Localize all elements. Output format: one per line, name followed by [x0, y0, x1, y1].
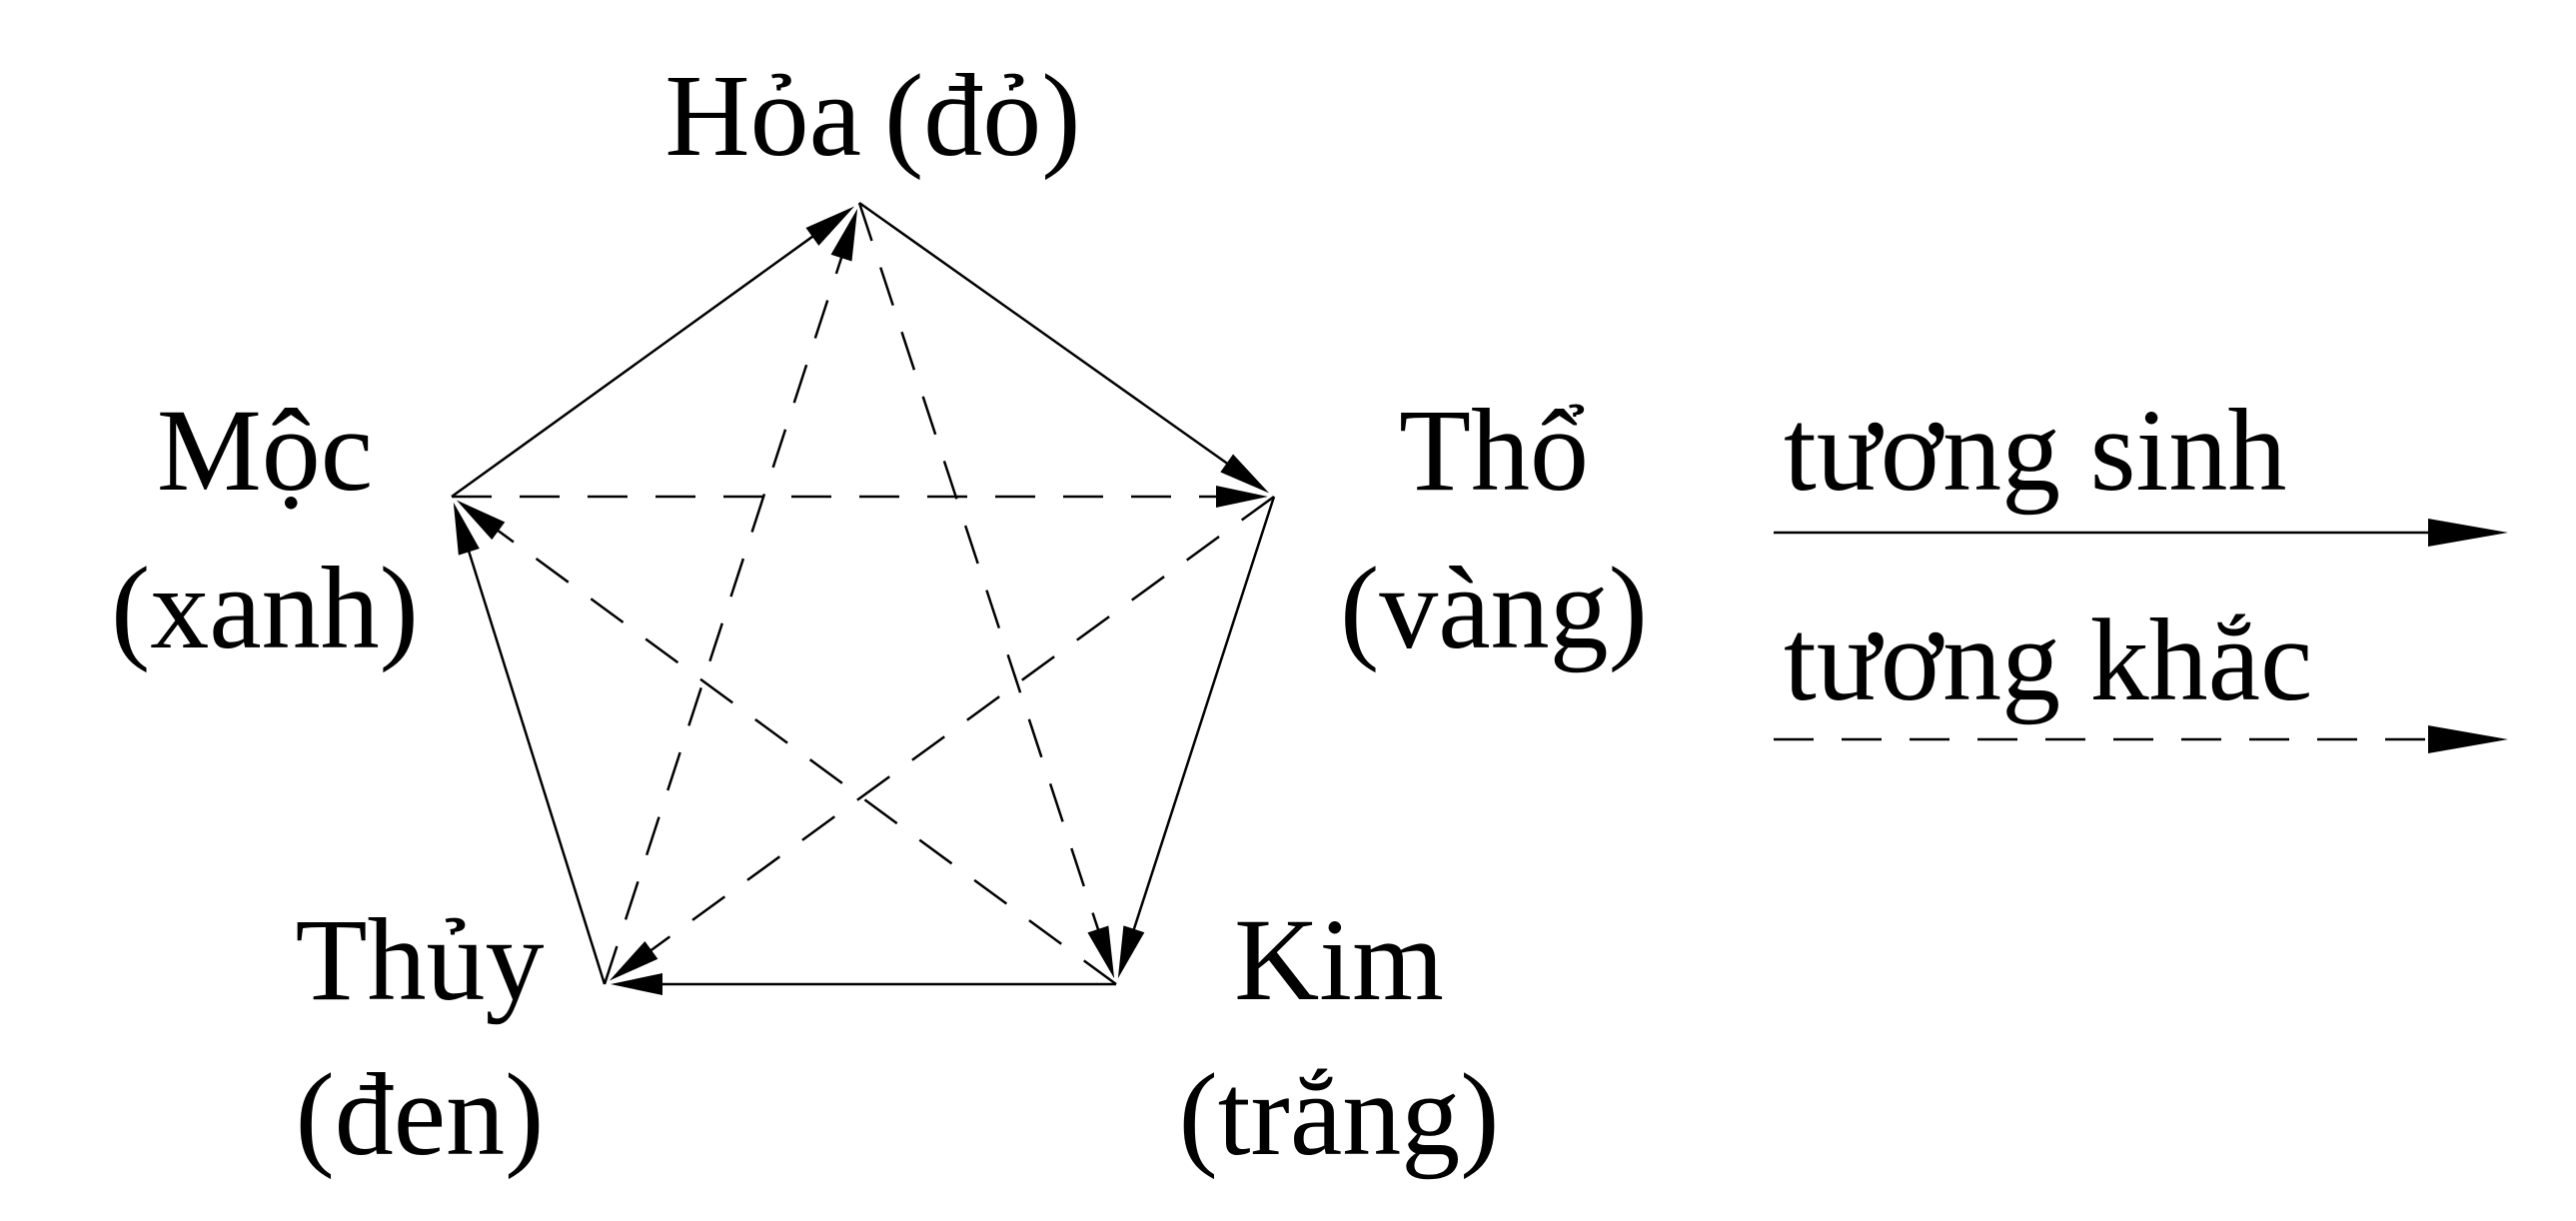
legend-generating-line: [1774, 519, 2508, 547]
legend-generating-label: tương sinh: [1784, 385, 2286, 516]
node-thuy-name: Thủy: [295, 894, 544, 1025]
generating-edge-moc-hoa-line: [451, 230, 821, 499]
node-moc-color: (xanh): [111, 543, 419, 673]
node-tho-color: (vàng): [1340, 543, 1648, 673]
overcoming-edge-thuy-hoa-line: [603, 248, 846, 985]
generating-edge-thuy-moc: [453, 502, 607, 985]
legend-overcoming-label: tương khắc: [1784, 595, 2312, 725]
generating-edge-tho-kim: [1117, 496, 1276, 979]
generating-edge-hoa-tho-line: [858, 201, 1236, 471]
generating-edge-kim-thuy-arrowhead: [611, 973, 662, 995]
overcoming-edge-tho-thuy-arrowhead: [609, 940, 658, 981]
node-kim: Kim (trắng): [1178, 894, 1499, 1180]
overcoming-edge-hoa-kim-arrowhead: [1087, 925, 1115, 979]
legend: tương sinh tương khắc: [1774, 385, 2508, 753]
overcoming-edge-thuy-hoa: [603, 208, 858, 985]
node-tho: Thổ (vàng): [1340, 385, 1648, 673]
node-tho-name: Thổ: [1399, 385, 1589, 516]
overcoming-edge-moc-tho: [452, 486, 1268, 508]
generating-edge-moc-hoa: [451, 206, 855, 499]
node-moc-name: Mộc: [157, 385, 373, 516]
generating-edge-tho-kim-arrowhead: [1117, 925, 1145, 979]
generating-edge-tho-kim-line: [1129, 496, 1276, 939]
overcoming-edge-kim-moc: [456, 500, 1117, 986]
generating-edge-thuy-moc-arrowhead: [453, 502, 480, 556]
node-kim-color: (trắng): [1178, 1049, 1499, 1180]
legend-generating-arrowhead: [2428, 519, 2508, 547]
node-thuy-color: (đen): [296, 1049, 545, 1180]
generating-edge-hoa-tho-arrowhead: [1220, 454, 1270, 494]
overcoming-edge-tho-thuy-line: [643, 495, 1275, 957]
generating-edge-hoa-tho: [858, 201, 1270, 494]
node-hoa-color: (đỏ): [884, 50, 1081, 181]
legend-overcoming-line: [1774, 725, 2508, 753]
node-kim-name: Kim: [1234, 894, 1444, 1025]
overcoming-edge-kim-moc-arrowhead: [456, 500, 506, 541]
generating-edge-moc-hoa-arrowhead: [805, 206, 855, 246]
overcoming-edge-moc-tho-arrowhead: [1216, 486, 1268, 508]
legend-overcoming-arrowhead: [2428, 725, 2508, 753]
overcoming-edge-kim-moc-line: [489, 524, 1117, 986]
node-thuy: Thủy (đen): [295, 894, 544, 1180]
overcoming-edge-hoa-kim: [857, 202, 1115, 979]
overcoming-edge-hoa-kim-line: [857, 202, 1103, 939]
node-hoa-name: Hỏa: [664, 50, 861, 181]
node-moc: Mộc (xanh): [111, 385, 419, 673]
edge-layer: [451, 201, 1276, 995]
overcoming-edge-thuy-hoa-arrowhead: [830, 208, 858, 262]
generating-edge-kim-thuy: [611, 973, 1116, 995]
overcoming-edge-tho-thuy: [609, 495, 1275, 981]
node-hoa: Hỏa (đỏ): [664, 50, 1080, 181]
generating-edge-thuy-moc-line: [465, 542, 607, 985]
